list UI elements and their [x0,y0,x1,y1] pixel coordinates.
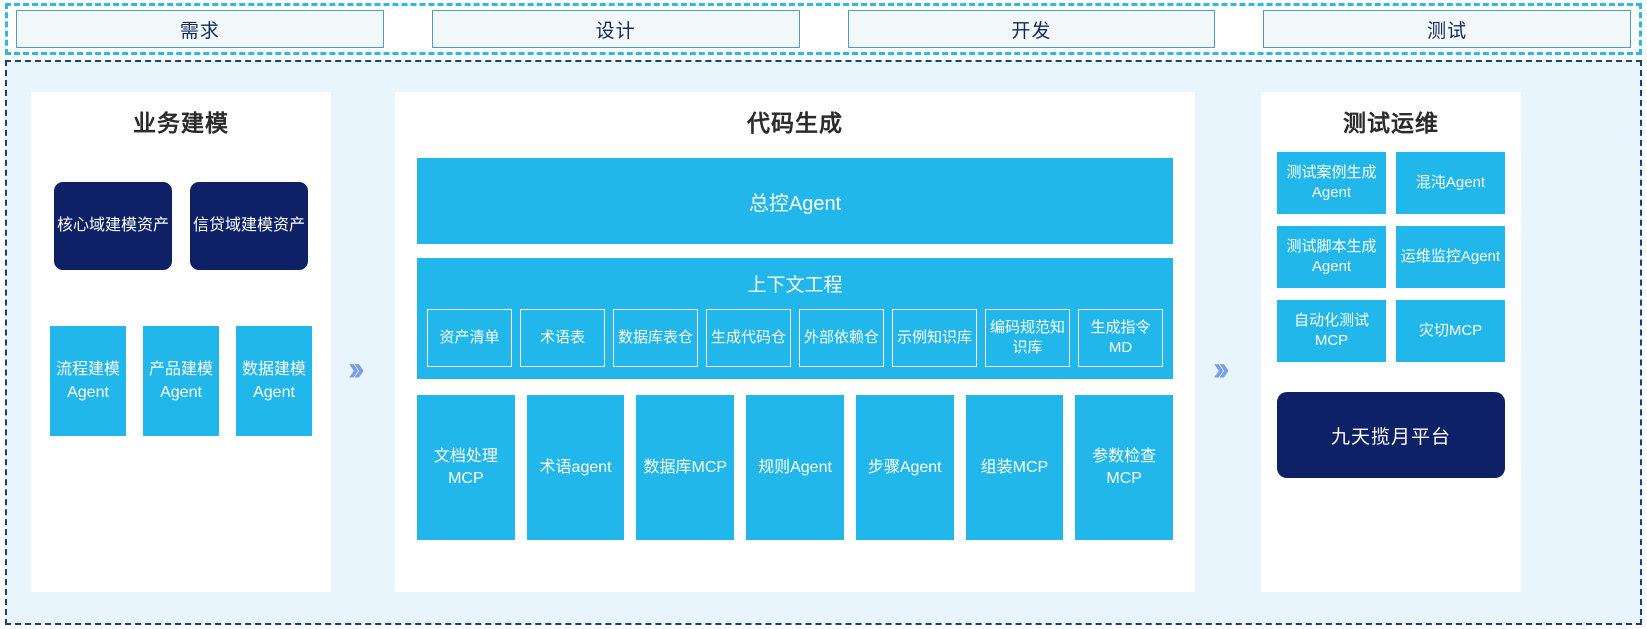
tool-label: 文档处理MCP [433,447,498,487]
agent-label: 数据建模Agent [241,361,306,401]
platform-label: 九天揽月平台 [1330,426,1451,448]
context-item-label: 生成代码仓 [710,329,786,346]
code-generation-content: 总控Agent 上下文工程 资产清单 术语表 数据库表仓 [395,158,1195,540]
chevron-right-icon-2: ›› [1213,350,1229,388]
phase-box-development[interactable]: 开发 [847,10,1216,48]
agent-label: 流程建模Agent [55,361,120,401]
phase-box-requirements[interactable]: 需求 [16,10,384,48]
panel-title-code-generation: 代码生成 [747,110,843,136]
context-item-asset-inventory[interactable]: 资产清单 [427,309,512,367]
context-item-external-dependency-repo[interactable]: 外部依赖仓 [799,309,884,367]
context-engineering-title: 上下文工程 [747,275,843,296]
phase-box-testing[interactable]: 测试 [1263,10,1631,48]
tool-label: 术语agent [539,458,612,476]
master-agent-label: 总控Agent [748,192,842,215]
panel-test-operations: 测试运维 测试案例生成Agent 混沌Agent 测试脚本生成Agent 运维监… [1261,92,1521,592]
test-box-automation-test-mcp[interactable]: 自动化测试MCP [1277,300,1386,362]
context-item-label: 生成指令MD [1090,319,1151,356]
context-item-generation-instruction-md[interactable]: 生成指令MD [1078,309,1163,367]
chevron-right-icon-1: ›› [348,350,364,388]
asset-label: 核心域建模资产 [56,217,169,234]
test-box-ops-monitoring-agent[interactable]: 运维监控Agent [1396,226,1505,288]
phase-label: 需求 [179,20,220,42]
test-box-disaster-switch-mcp[interactable]: 灾切MCP [1396,300,1505,362]
panel-title-business-modeling: 业务建模 [133,110,229,136]
phase-label: 设计 [595,20,636,42]
master-agent-bar[interactable]: 总控Agent [417,158,1173,244]
test-box-script-generation-agent[interactable]: 测试脚本生成Agent [1277,226,1386,288]
test-box-chaos-agent[interactable]: 混沌Agent [1396,152,1505,214]
test-box-label: 混沌Agent [1415,174,1486,191]
asset-row: 核心域建模资产 信贷域建模资产 [31,182,331,270]
phase-bar: 需求 设计 开发 测试 [5,3,1642,55]
context-item-label: 编码规范知识库 [989,319,1065,356]
tool-box-parameter-check-mcp[interactable]: 参数检查MCP [1075,395,1174,540]
tool-label: 参数检查MCP [1092,447,1157,487]
tool-label: 组装MCP [980,458,1049,476]
context-item-label: 资产清单 [439,329,500,346]
asset-box-credit-domain[interactable]: 信贷域建模资产 [190,182,308,270]
phase-label: 开发 [1011,20,1052,42]
agent-box-process-modeling[interactable]: 流程建模Agent [50,326,126,436]
test-box-label: 灾切MCP [1418,322,1483,339]
context-item-coding-standard-knowledge-base[interactable]: 编码规范知识库 [985,309,1070,367]
context-item-label: 示例知识库 [896,329,972,346]
context-item-label: 数据库表仓 [617,329,693,346]
tool-label: 步骤Agent [867,458,942,476]
tool-box-assembly-mcp[interactable]: 组装MCP [965,395,1064,540]
phase-label: 测试 [1427,20,1468,42]
context-item-glossary[interactable]: 术语表 [520,309,605,367]
agent-box-product-modeling[interactable]: 产品建模Agent [143,326,219,436]
tool-box-document-processing-mcp[interactable]: 文档处理MCP [417,395,515,540]
context-item-generated-code-repo[interactable]: 生成代码仓 [706,309,791,367]
context-item-db-table-repo[interactable]: 数据库表仓 [613,309,698,367]
tool-box-terminology-agent[interactable]: 术语agent [526,395,625,540]
panel-title-test-operations: 测试运维 [1343,110,1439,136]
test-box-label: 测试案例生成Agent [1286,164,1377,201]
asset-label: 信贷域建模资产 [192,217,305,234]
context-engineering-block: 上下文工程 资产清单 术语表 数据库表仓 生成代码仓 [417,258,1173,379]
tool-row: 文档处理MCP 术语agent 数据库MCP 规则Agent 步骤Agent [417,395,1174,540]
test-ops-grid: 测试案例生成Agent 混沌Agent 测试脚本生成Agent 运维监控Agen… [1261,152,1521,362]
agent-row: 流程建模Agent 产品建模Agent 数据建模Agent [31,326,331,436]
tool-box-rule-agent[interactable]: 规则Agent [746,395,844,540]
tool-label: 数据库MCP [643,458,728,476]
test-box-label: 自动化测试MCP [1293,312,1369,349]
agent-box-data-modeling[interactable]: 数据建模Agent [236,326,312,436]
main-frame: 业务建模 核心域建模资产 信贷域建模资产 流程建模Agent 产品建模Agent… [5,60,1642,625]
agent-label: 产品建模Agent [148,361,213,401]
asset-box-core-domain[interactable]: 核心域建模资产 [54,182,172,270]
tool-box-database-mcp[interactable]: 数据库MCP [636,395,735,540]
test-box-case-generation-agent[interactable]: 测试案例生成Agent [1277,152,1386,214]
phase-box-design[interactable]: 设计 [431,10,800,48]
platform-box-jiutian-lanyue[interactable]: 九天揽月平台 [1277,392,1505,478]
tool-box-step-agent[interactable]: 步骤Agent [855,395,954,540]
tool-label: 规则Agent [758,458,832,476]
panel-business-modeling: 业务建模 核心域建模资产 信贷域建模资产 流程建模Agent 产品建模Agent… [31,92,331,592]
panel-code-generation: 代码生成 总控Agent 上下文工程 资产清单 术语表 [395,92,1195,592]
test-box-label: 运维监控Agent [1400,248,1501,265]
context-items-row: 资产清单 术语表 数据库表仓 生成代码仓 外部依赖仓 [427,309,1163,367]
context-item-label: 外部依赖仓 [803,329,879,346]
context-item-example-knowledge-base[interactable]: 示例知识库 [892,309,977,367]
test-box-label: 测试脚本生成Agent [1286,238,1377,275]
context-item-label: 术语表 [539,329,585,346]
